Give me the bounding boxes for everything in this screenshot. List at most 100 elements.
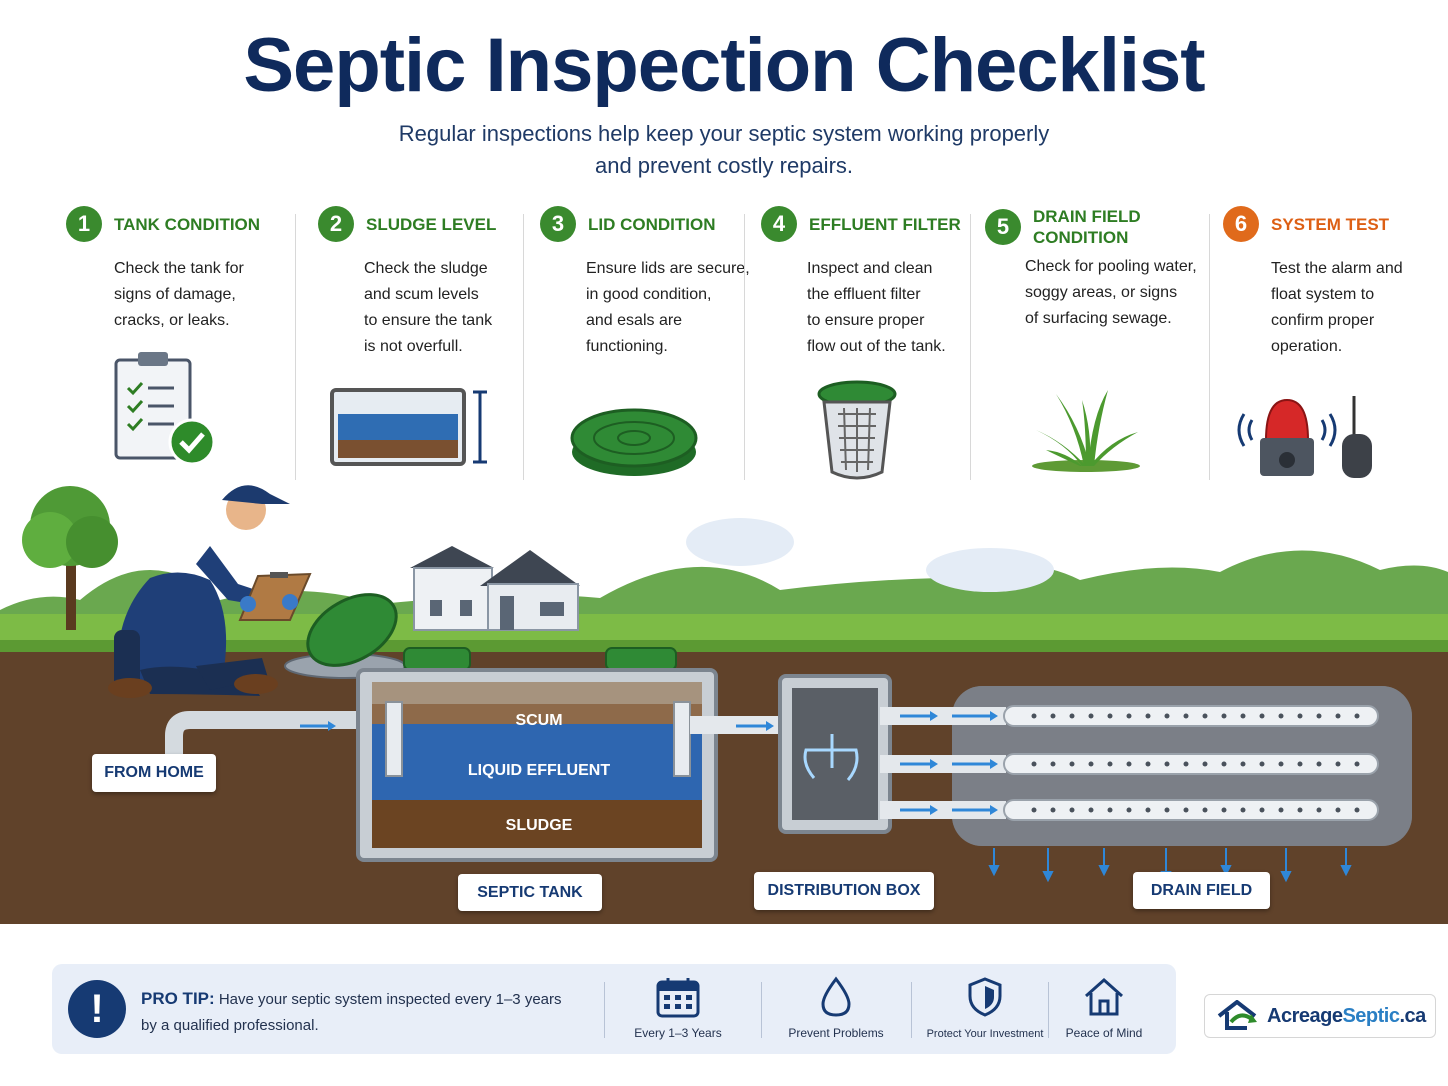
perforation-hole (1202, 807, 1208, 813)
from-home-tag: FROM HOME (92, 754, 216, 792)
perforation-hole (1050, 713, 1056, 719)
perforation-hole (1069, 807, 1075, 813)
perforation-hole (1316, 761, 1322, 767)
calendar-icon (656, 978, 700, 1018)
septic-lid-icon (570, 408, 698, 476)
flow-arrowhead (990, 759, 998, 769)
perforation-hole (1107, 807, 1113, 813)
flow-arrowhead (990, 711, 998, 721)
perforation-hole (1031, 761, 1037, 767)
divider (970, 214, 971, 486)
perforation-hole (1088, 713, 1094, 719)
brand-logo[interactable]: AcreageSeptic.ca (1204, 994, 1436, 1038)
perforation-hole (1145, 713, 1151, 719)
septic-system-diagram (0, 480, 1448, 924)
drip-arrowhead (1042, 871, 1054, 883)
clipboard-checklist-icon (114, 352, 216, 466)
perforation-hole (1259, 807, 1265, 813)
perforation-hole (1221, 807, 1227, 813)
drip-arrowhead (1280, 871, 1292, 883)
grass-icon (1032, 390, 1140, 472)
effluent-filter-icon (817, 380, 897, 480)
perforation-hole (1050, 761, 1056, 767)
perforation-hole (1202, 761, 1208, 767)
perforation-hole (1240, 713, 1246, 719)
connector-pipe (880, 707, 1006, 725)
feature-prevent-problems: Prevent Problems (774, 974, 898, 1044)
perforation-hole (1335, 761, 1341, 767)
feature-peace-of-mind: Peace of Mind (1058, 974, 1150, 1044)
drain-field-tag: DRAIN FIELD (1133, 872, 1270, 909)
pro-tip-bar: ! PRO TIP: Have your septic system inspe… (52, 964, 1176, 1054)
perforation-hole (1316, 807, 1322, 813)
perforation-hole (1202, 713, 1208, 719)
perforation-hole (1164, 807, 1170, 813)
perforation-hole (1088, 761, 1094, 767)
step-label: SLUDGE LEVEL (366, 214, 497, 234)
tank-level-icon (330, 388, 487, 466)
perforation-hole (1126, 761, 1132, 767)
perforation-hole (1335, 807, 1341, 813)
exclamation-icon: ! (68, 980, 126, 1038)
perforated-lateral-pipe (1003, 705, 1379, 727)
step-number-badge: 5 (985, 209, 1021, 245)
step-number-badge: 6 (1223, 206, 1259, 242)
perforation-hole (1240, 761, 1246, 767)
perforation-hole (1316, 713, 1322, 719)
step-description: Check for pooling water,soggy areas, or … (1025, 258, 1197, 327)
perforation-hole (1259, 761, 1265, 767)
perforation-hole (1183, 761, 1189, 767)
drip-arrowhead (988, 865, 1000, 877)
perforation-hole (1335, 713, 1341, 719)
alarm-light-icon (1237, 396, 1372, 478)
shield-icon (968, 977, 1002, 1017)
sludge-layer-label: SLUDGE (505, 817, 573, 834)
perforation-hole (1259, 713, 1265, 719)
flow-arrowhead (930, 805, 938, 815)
divider (1048, 982, 1049, 1038)
perforation-hole (1221, 761, 1227, 767)
step-description: Ensure lids are secure,in good condition… (586, 260, 750, 355)
perforation-hole (1145, 761, 1151, 767)
feature-protect-investment: Protect Your Investment (920, 974, 1050, 1044)
perforation-hole (1107, 761, 1113, 767)
perforation-hole (1354, 807, 1360, 813)
house-icon (1085, 977, 1123, 1016)
perforation-hole (1126, 713, 1132, 719)
inspector-figure (108, 485, 312, 698)
perforation-hole (1088, 807, 1094, 813)
perforation-hole (1031, 713, 1037, 719)
perforation-hole (1183, 713, 1189, 719)
flow-arrowhead (930, 711, 938, 721)
perforation-hole (1145, 807, 1151, 813)
perforation-hole (1031, 807, 1037, 813)
perforation-hole (1297, 713, 1303, 719)
drip-arrowhead (1098, 865, 1110, 877)
page-title: Septic Inspection Checklist (243, 23, 1205, 108)
divider (911, 982, 912, 1038)
perforation-hole (1164, 761, 1170, 767)
distribution-box-tag: DISTRIBUTION BOX (754, 872, 934, 910)
perforation-hole (1278, 761, 1284, 767)
perforation-hole (1183, 807, 1189, 813)
page-subtitle: Regular inspections help keep your septi… (398, 121, 1050, 178)
perforated-lateral-pipe (1003, 753, 1379, 775)
perforated-lateral-pipe (1003, 799, 1379, 821)
step-label: TANK CONDITION (114, 214, 261, 234)
house-pipe-logo-icon (1217, 1000, 1257, 1030)
perforation-hole (1297, 807, 1303, 813)
drip-arrowhead (1340, 865, 1352, 877)
perforation-hole (1297, 761, 1303, 767)
perforation-hole (1126, 807, 1132, 813)
flow-arrowhead (990, 805, 998, 815)
divider (295, 214, 296, 486)
